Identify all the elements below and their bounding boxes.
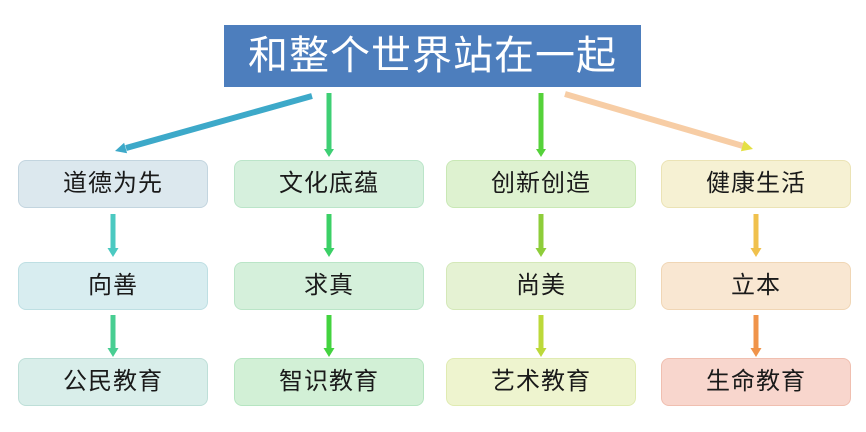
node-health: 健康生活 bbox=[661, 160, 851, 208]
node-morality: 道德为先 bbox=[18, 160, 208, 208]
arrow-innovation-to-beauty bbox=[535, 214, 547, 257]
node-beauty: 尚美 bbox=[446, 262, 636, 310]
node-intellectual-education: 智识教育 bbox=[234, 358, 424, 406]
node-civic-education: 公民教育 bbox=[18, 358, 208, 406]
arrow-morality-to-kindness bbox=[107, 214, 119, 257]
arrow-culture-to-truth bbox=[323, 214, 335, 257]
arrow-title-to-health bbox=[564, 91, 753, 152]
diagram-title: 和整个世界站在一起 bbox=[224, 25, 641, 87]
node-truth: 求真 bbox=[234, 262, 424, 310]
arrow-beauty-to-art-education bbox=[535, 315, 547, 357]
arrow-foundation-to-life-education bbox=[750, 315, 762, 357]
arrow-title-to-morality bbox=[115, 93, 313, 154]
node-life-education: 生命教育 bbox=[661, 358, 851, 406]
node-kindness: 向善 bbox=[18, 262, 208, 310]
arrow-title-to-innovation bbox=[536, 93, 546, 157]
node-art-education: 艺术教育 bbox=[446, 358, 636, 406]
arrow-title-to-culture bbox=[324, 93, 334, 157]
node-foundation: 立本 bbox=[661, 262, 851, 310]
node-innovation: 创新创造 bbox=[446, 160, 636, 208]
arrow-kindness-to-civic-education bbox=[107, 315, 119, 357]
arrow-health-to-foundation bbox=[750, 214, 762, 257]
node-culture: 文化底蕴 bbox=[234, 160, 424, 208]
arrow-truth-to-intellectual-education bbox=[323, 315, 335, 357]
